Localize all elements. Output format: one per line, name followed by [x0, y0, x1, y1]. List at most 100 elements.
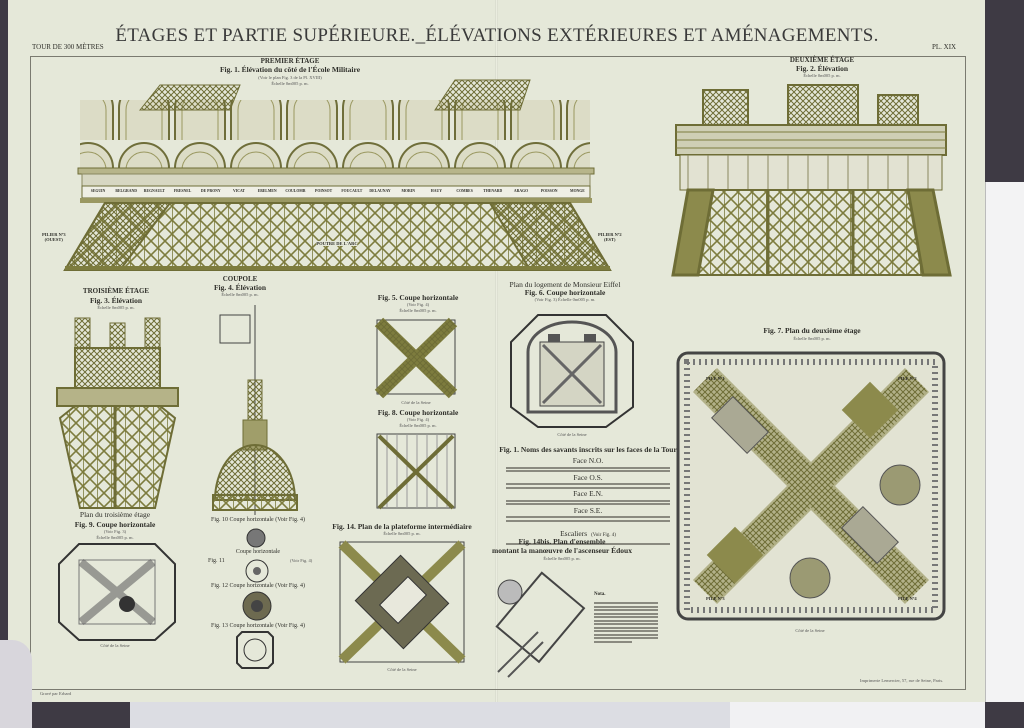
savant-names-line [506, 516, 670, 518]
arch-girder-label: POUTRE DE L'ARC [316, 241, 358, 246]
savant-names-line [506, 483, 670, 485]
pillar-3-name: PILIER Nº3 [42, 232, 66, 237]
frieze-name: MORIN [401, 189, 415, 193]
fig5-cross-section [374, 317, 458, 399]
fig3-caption: Fig. 3. Élévation [89, 296, 143, 305]
fig1-stage: PREMIER ÉTAGE [260, 57, 320, 65]
plate-number: PL. XIX [932, 43, 957, 51]
pillar-3-label: PILIER Nº3(OUEST) [42, 232, 66, 242]
plate-title: ÉTAGES ET PARTIE SUPÉRIEURE._ÉLÉVATIONS … [115, 25, 879, 46]
savants-face-block: Face E.N. [506, 490, 670, 505]
fig14bis-elevator-plan [495, 571, 586, 678]
plate-border [30, 56, 966, 690]
fig3-scale: Échelle 0m005 p. m. [97, 305, 135, 310]
note-text: Nota. [594, 582, 658, 644]
frieze-name: MONGE [570, 189, 585, 193]
pillar-2-name: PILIER Nº2 [598, 232, 622, 237]
center-fold [495, 0, 498, 702]
fig14-caption: Fig. 14. Plan de la plateforme intermédi… [332, 522, 472, 531]
frieze-name: POISSON [540, 189, 558, 193]
frieze-name: DE PRONY [200, 189, 221, 193]
table-surface [130, 702, 730, 728]
savants-face-block: Face N.O. [506, 457, 670, 472]
fig2-scale: Échelle 0m005 p. m. [803, 73, 841, 78]
note-label: Nota. [594, 592, 606, 597]
fig13-caption: Fig. 13 Coupe horizontale (Voir Fig. 4) [211, 623, 305, 629]
fig7-pile-4: PILE Nº4 [898, 596, 917, 601]
savants-face-block: Face O.S. [506, 472, 670, 489]
fig7-footer: Côté de la Seine [795, 628, 825, 633]
pillar-2-direction: (EST) [604, 237, 616, 242]
fig14bis-subtitle: montant la manœuvre de l'ascenseur Édoux [492, 546, 632, 555]
fig2-stage: DEUXIÈME ÉTAGE [789, 56, 855, 64]
frieze-name: COULOMB [285, 189, 306, 193]
savant-names-line [506, 519, 670, 522]
frieze-name: BELGRAND [115, 189, 137, 193]
fig9-ref: (Voir Fig. 3) [103, 529, 127, 534]
printer-credit: Imprimerie Lemercier, 57, rue de Seine, … [860, 678, 944, 683]
savant-names-line [506, 470, 670, 472]
face-heading: Face N.O. [572, 456, 604, 465]
frieze-name: FOUCAULT [341, 189, 363, 193]
fig9-caption: Fig. 9. Coupe horizontale [74, 520, 156, 529]
pillar-2-label: PILIER Nº2(EST) [598, 232, 622, 242]
frieze-name: EBELMEN [257, 189, 277, 193]
fig5-ref: (Voir Fig. 4) [406, 302, 430, 307]
fig14-footer: Côté de la Seine [387, 667, 417, 672]
fig5-caption: Fig. 5. Coupe horizontale [377, 293, 459, 302]
fig8-cross-section [376, 433, 456, 510]
fig11-caption: Fig. 11 [208, 558, 225, 564]
fig14bis-scale: Échelle 0m005 p. m. [543, 556, 581, 561]
fig9-third-floor-plan [58, 543, 176, 641]
fig7-scale: Échelle 0m005 p. m. [793, 336, 831, 341]
savants-caption: Fig. 1. Noms des savants inscrits sur le… [499, 445, 677, 454]
frieze-name: HAUY [430, 189, 442, 193]
fig4-scale: Échelle 0m005 p. m. [221, 292, 259, 297]
stairs-heading: Escaliers [560, 529, 588, 538]
fig14-intermediate-platform-plan [338, 540, 466, 664]
fig9-scale: Échelle 0m005 p. m. [96, 535, 134, 540]
frieze-name: FRESNEL [173, 189, 192, 193]
fig5-scale: Échelle 0m005 p. m. [399, 308, 437, 313]
fig7-second-floor-plan [676, 351, 946, 621]
frieze-name: COMBES [456, 189, 473, 193]
gloved-hand [0, 640, 32, 728]
savant-names-line [506, 466, 670, 469]
fig7-pile-2: PILE Nº2 [898, 376, 917, 381]
fig6-heading: Plan du logement de Monsieur Eiffel [509, 280, 621, 289]
fig11-section [245, 559, 269, 583]
frieze-name: DELAUNAY [369, 189, 391, 193]
frieze-name: SEGUIN [90, 189, 106, 193]
fig6-footer: Côté de la Seine [557, 432, 587, 437]
fig1-ref: (Voir le plan Fig. 3 de la Pl. XVIII) [258, 75, 322, 80]
stairs-block: Escaliers (Voir Fig. 4) [506, 523, 670, 545]
fig11-ref: (Voir Fig. 4) [290, 558, 313, 563]
fig4-cupola-drawing [212, 305, 298, 515]
pillar-3-direction: (OUEST) [44, 237, 63, 242]
fig8-ref: (Voir Fig. 4) [406, 417, 430, 422]
fig6-ref: (Voir Fig. 3) Échelle 0m005 p. m. [534, 297, 596, 302]
savant-names-line [506, 503, 670, 505]
face-heading: Face E.N. [573, 489, 603, 498]
fig1-elevation-drawing [63, 79, 612, 271]
fig10-section [246, 528, 266, 548]
fig7-pile-3: PILE Nº3 [706, 596, 725, 601]
measurement-scale-vertical [985, 182, 1024, 702]
fig4-caption: Fig. 4. Élévation [213, 283, 267, 292]
engraver-credit: Gravé par Erhard [40, 691, 72, 696]
fig6-eiffel-apartment-plan [510, 314, 634, 428]
fig9-footer: Côté de la Seine [100, 643, 130, 648]
face-heading: Face O.S. [573, 472, 603, 482]
fig5-footer: Côté de la Seine [401, 400, 431, 405]
savants-face-block: Face S.E. [506, 506, 670, 522]
frieze-name: THENARD [483, 189, 503, 193]
fig12-caption: Fig. 12 Coupe horizontale (Voir Fig. 4) [211, 583, 305, 589]
fig2-caption: Fig. 2. Élévation [795, 64, 849, 73]
fig10-caption: Fig. 10 Coupe horizontale (Voir Fig. 4) [211, 517, 305, 523]
fig2-elevation-drawing [671, 84, 952, 277]
fig6-caption: Fig. 6. Coupe horizontale [524, 288, 606, 297]
fig11-title: Coupe horizontale [235, 549, 281, 555]
fig14bis-caption: Fig. 14bis. Plan d'ensemble [518, 537, 606, 546]
stairs-note-line [506, 542, 670, 545]
frieze-name: VICAT [233, 189, 245, 193]
